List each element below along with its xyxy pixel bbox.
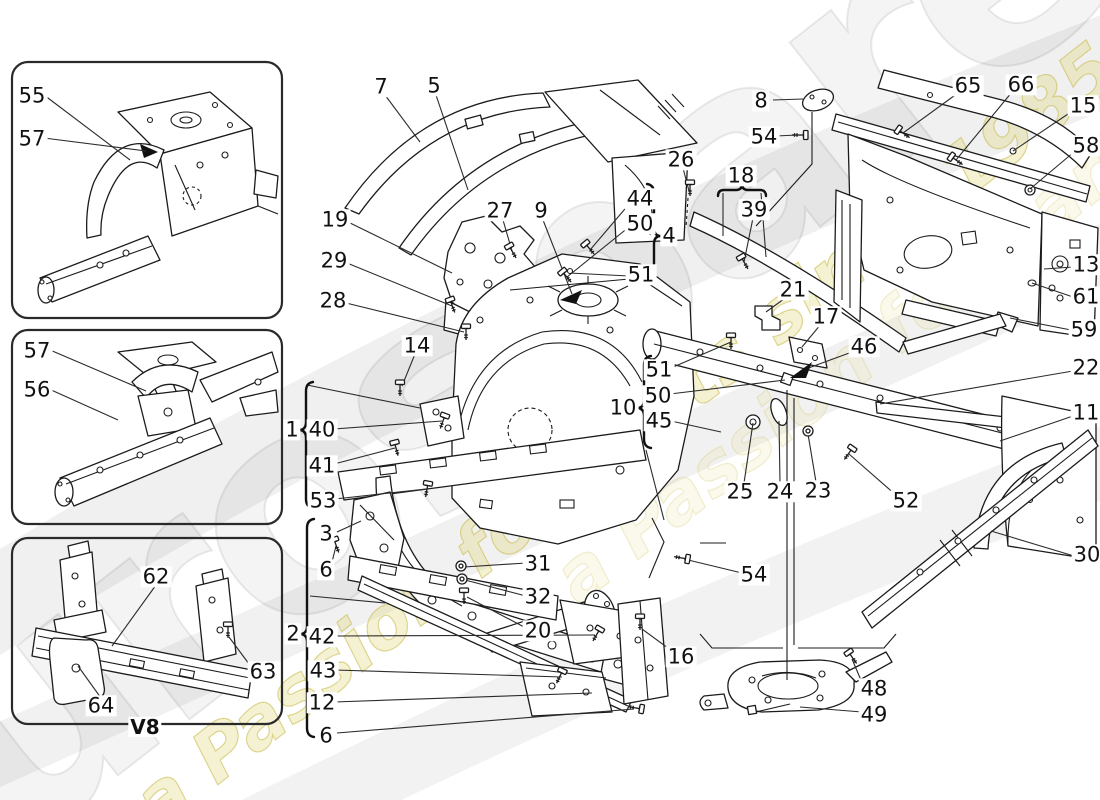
fasteners: [328, 124, 966, 715]
inset-crossmember-v8: [31, 540, 253, 706]
inset-wheelhouse-front: [37, 91, 279, 304]
leader-lines: [43, 91, 1075, 734]
main-assembly-artwork: [337, 69, 1099, 717]
inset-wheelhouse-rail: [54, 341, 279, 507]
